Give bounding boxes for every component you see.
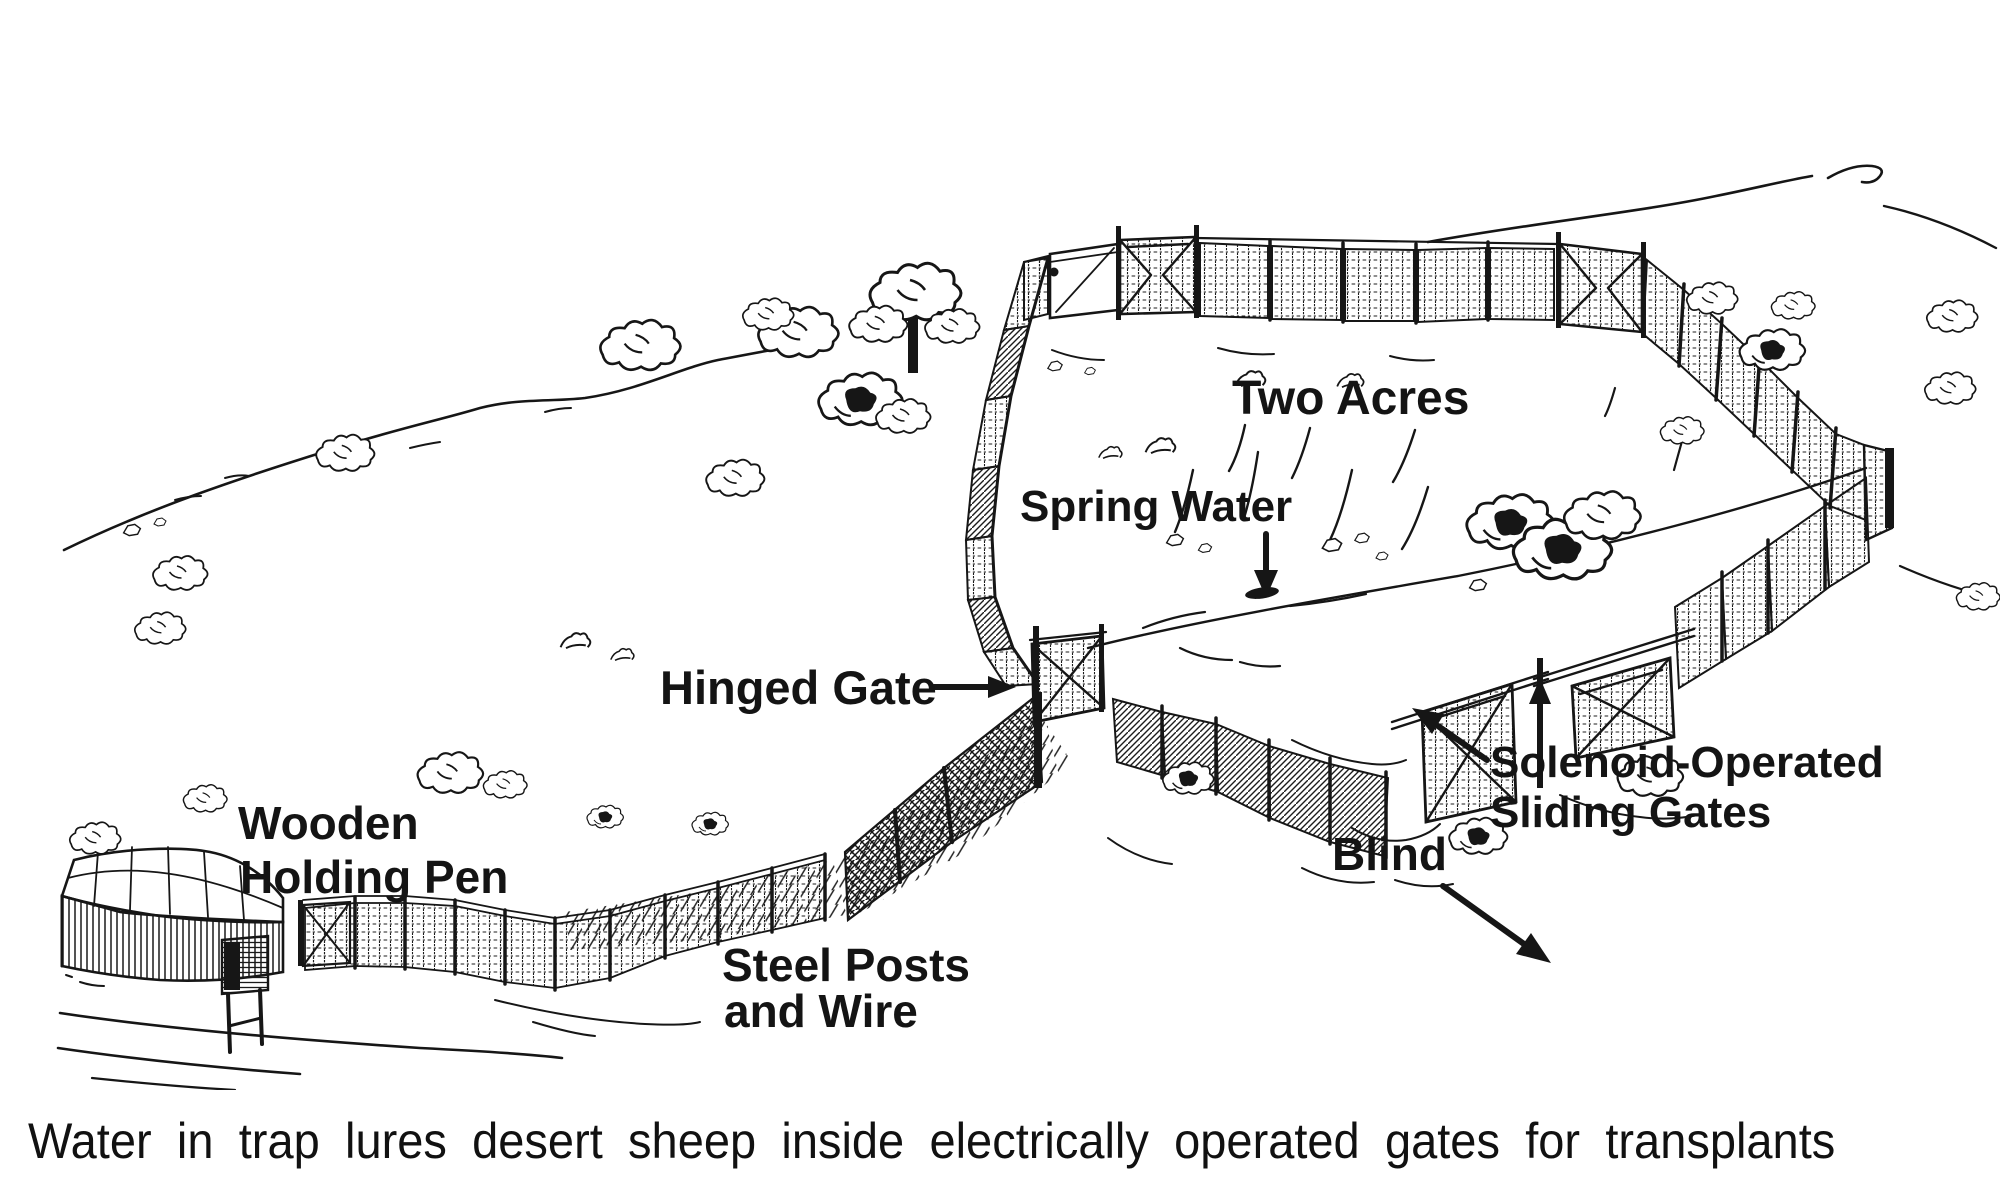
solenoid-diagonal-arrow <box>1412 708 1490 763</box>
solenoid-up-arrow <box>1529 678 1551 736</box>
label-spring-water: Spring Water <box>1020 482 1292 531</box>
steel-posts-fence <box>302 852 827 992</box>
label-blind: Blind <box>1332 828 1447 880</box>
label-hinged-gate: Hinged Gate <box>660 661 937 714</box>
back-fence-gate <box>1116 225 1199 320</box>
enclosure-left-fence <box>964 256 1050 688</box>
vegetation <box>70 263 2000 854</box>
sliding-gate-2 <box>1570 656 1676 760</box>
enclosure-front-fence <box>1111 476 1871 888</box>
enclosure-right-fence <box>1641 257 1894 542</box>
label-wooden-pen-line2: Holding Pen <box>240 851 508 903</box>
hills <box>62 164 1998 552</box>
label-solenoid-line2: Sliding Gates <box>1490 788 1771 837</box>
hinged-gate <box>1028 624 1108 726</box>
label-steel-posts-line1: Steel Posts <box>722 939 970 991</box>
label-wooden-pen-line1: Wooden <box>238 797 419 849</box>
spring-water-spot <box>1165 532 1389 668</box>
label-steel-posts-line2: and Wire <box>724 985 918 1037</box>
ground-lines <box>56 837 1375 1090</box>
open-panel <box>1048 242 1120 320</box>
label-solenoid-line1: Solenoid-Operated <box>1490 738 1884 787</box>
spring-water-arrow <box>1254 531 1278 598</box>
arrows <box>931 531 1551 963</box>
label-two-acres: Two Acres <box>1232 372 1469 425</box>
enclosure-back-fence <box>1023 225 1646 338</box>
wooden-holding-pen <box>60 846 352 1054</box>
blind-arrow <box>1440 883 1551 963</box>
caption: Water in trap lures desert sheep inside … <box>28 1113 1836 1169</box>
hinged-gate-arrow <box>931 676 1016 698</box>
drift-fence <box>843 692 1044 923</box>
loading-chute <box>220 934 270 1054</box>
tree <box>849 263 979 373</box>
back-fence-corner-gate <box>1556 232 1646 338</box>
trap-illustration: Two Acres Spring Water Hinged Gate Solen… <box>56 164 2000 1090</box>
sliding-gate-1 <box>1420 682 1518 824</box>
